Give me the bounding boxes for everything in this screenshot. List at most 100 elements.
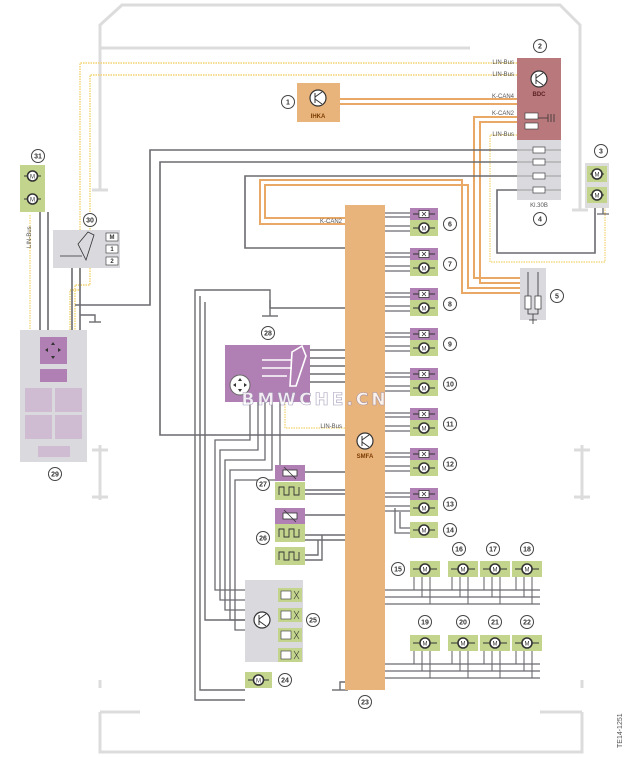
junction-block	[520, 268, 546, 320]
wire	[305, 535, 323, 561]
motor-symbol: M	[423, 567, 428, 573]
lin-bus-label: LIN-Bus	[492, 60, 514, 66]
hall-sensor	[275, 482, 305, 500]
motor-symbol: M	[422, 466, 427, 472]
component-number-11: 11	[443, 417, 457, 431]
ground-symbol	[538, 114, 555, 122]
motor-icon	[591, 168, 603, 180]
wire	[394, 508, 410, 534]
memory-1-label: 1	[110, 247, 114, 253]
component-number-text: 3	[599, 149, 603, 156]
valve-icon	[280, 590, 292, 600]
sensor-x	[421, 211, 427, 217]
hall-sensor	[275, 547, 305, 565]
component-number-text: 30	[86, 218, 94, 225]
component-number-text: 2	[538, 44, 542, 51]
motor-icon	[419, 637, 431, 649]
frame-line	[98, 3, 582, 48]
fuse-block-label: Kl.30B	[530, 203, 548, 209]
memory-switch	[55, 388, 82, 412]
motor-symbol: M	[595, 172, 600, 178]
memory-switch	[25, 388, 52, 412]
component-number-23: 23	[358, 695, 372, 709]
switch-button	[38, 446, 70, 457]
wire	[496, 189, 596, 254]
transistor-symbol	[314, 91, 323, 105]
component-number-text: 29	[51, 472, 59, 479]
sensor-x	[421, 491, 427, 497]
component-number-text: 20	[459, 620, 467, 627]
wire	[479, 121, 522, 284]
component-number-text: 31	[34, 154, 42, 161]
transistor-symbol	[535, 72, 544, 86]
motor-icon	[419, 563, 431, 575]
relay-icon	[524, 122, 539, 130]
motor-symbol: M	[30, 197, 35, 203]
motor-symbol: M	[461, 641, 466, 647]
bdc-label: BDC	[533, 92, 547, 98]
motor-symbol: M	[422, 226, 427, 232]
component-number-text: 16	[455, 547, 463, 554]
component-number-5: 5	[550, 289, 564, 303]
component-number-text: 22	[523, 620, 531, 627]
motor-symbol: M	[422, 506, 427, 512]
memory-button	[105, 232, 119, 242]
component-number-6: 6	[443, 217, 457, 231]
component-number-text: 11	[446, 422, 454, 429]
hall-sensor	[275, 524, 305, 542]
component-number-17: 17	[486, 542, 500, 556]
component-number-9: 9	[443, 337, 457, 351]
motor-icon	[521, 563, 533, 575]
component-number-1: 1	[281, 95, 295, 109]
sensor-x	[421, 411, 427, 417]
motor-icon	[418, 382, 430, 394]
sensor-x	[421, 251, 427, 257]
labels: IHKA BDC SMFA Kl.30B LIN-Bus LIN-Bus K-C…	[27, 60, 624, 748]
wire	[159, 161, 517, 436]
wire	[199, 296, 245, 691]
resistor-icon	[534, 295, 542, 310]
wire	[399, 512, 410, 529]
component-number-16: 16	[452, 542, 466, 556]
component-number-14: 14	[443, 523, 457, 537]
potentiometer-arrow	[283, 466, 297, 480]
component-number-text: 27	[259, 482, 267, 489]
motor-symbol: M	[493, 641, 498, 647]
figure-code: TE14-1251	[617, 713, 624, 748]
component-number-text: 8	[448, 302, 452, 309]
wire	[224, 402, 266, 611]
sensor-x	[421, 331, 427, 337]
motor-icon	[489, 563, 501, 575]
memory-button	[105, 244, 119, 254]
component-number-2: 2	[533, 39, 547, 53]
control-unit-icon	[253, 611, 271, 629]
component-number-20: 20	[456, 615, 470, 629]
motor-icon	[418, 462, 430, 474]
component-number-19: 19	[418, 615, 432, 629]
motor-icon	[418, 502, 430, 514]
wire	[219, 402, 259, 601]
control-unit-icon	[356, 432, 374, 450]
wire	[244, 175, 517, 249]
wire	[305, 540, 319, 556]
valve-x	[293, 650, 300, 660]
direction-pad-icon	[229, 374, 251, 396]
memory-button-label: M	[110, 235, 115, 241]
component-number-13: 13	[443, 497, 457, 511]
component-number-4: 4	[533, 212, 547, 226]
wire	[489, 134, 606, 263]
component-number-26: 26	[256, 531, 270, 545]
wire	[339, 681, 345, 690]
pulse-icon	[278, 551, 300, 561]
motor-symbol: M	[493, 567, 498, 573]
wire	[473, 116, 522, 279]
component-number-text: 13	[446, 502, 454, 509]
termination-wiring	[527, 272, 539, 324]
frame-line	[98, 712, 584, 754]
transistor-symbol	[361, 434, 370, 448]
lin-bus-label: LIN-Bus	[320, 424, 342, 430]
transistor-symbol	[258, 613, 267, 627]
arrows-icon	[233, 378, 247, 392]
motor-icon	[252, 674, 265, 686]
